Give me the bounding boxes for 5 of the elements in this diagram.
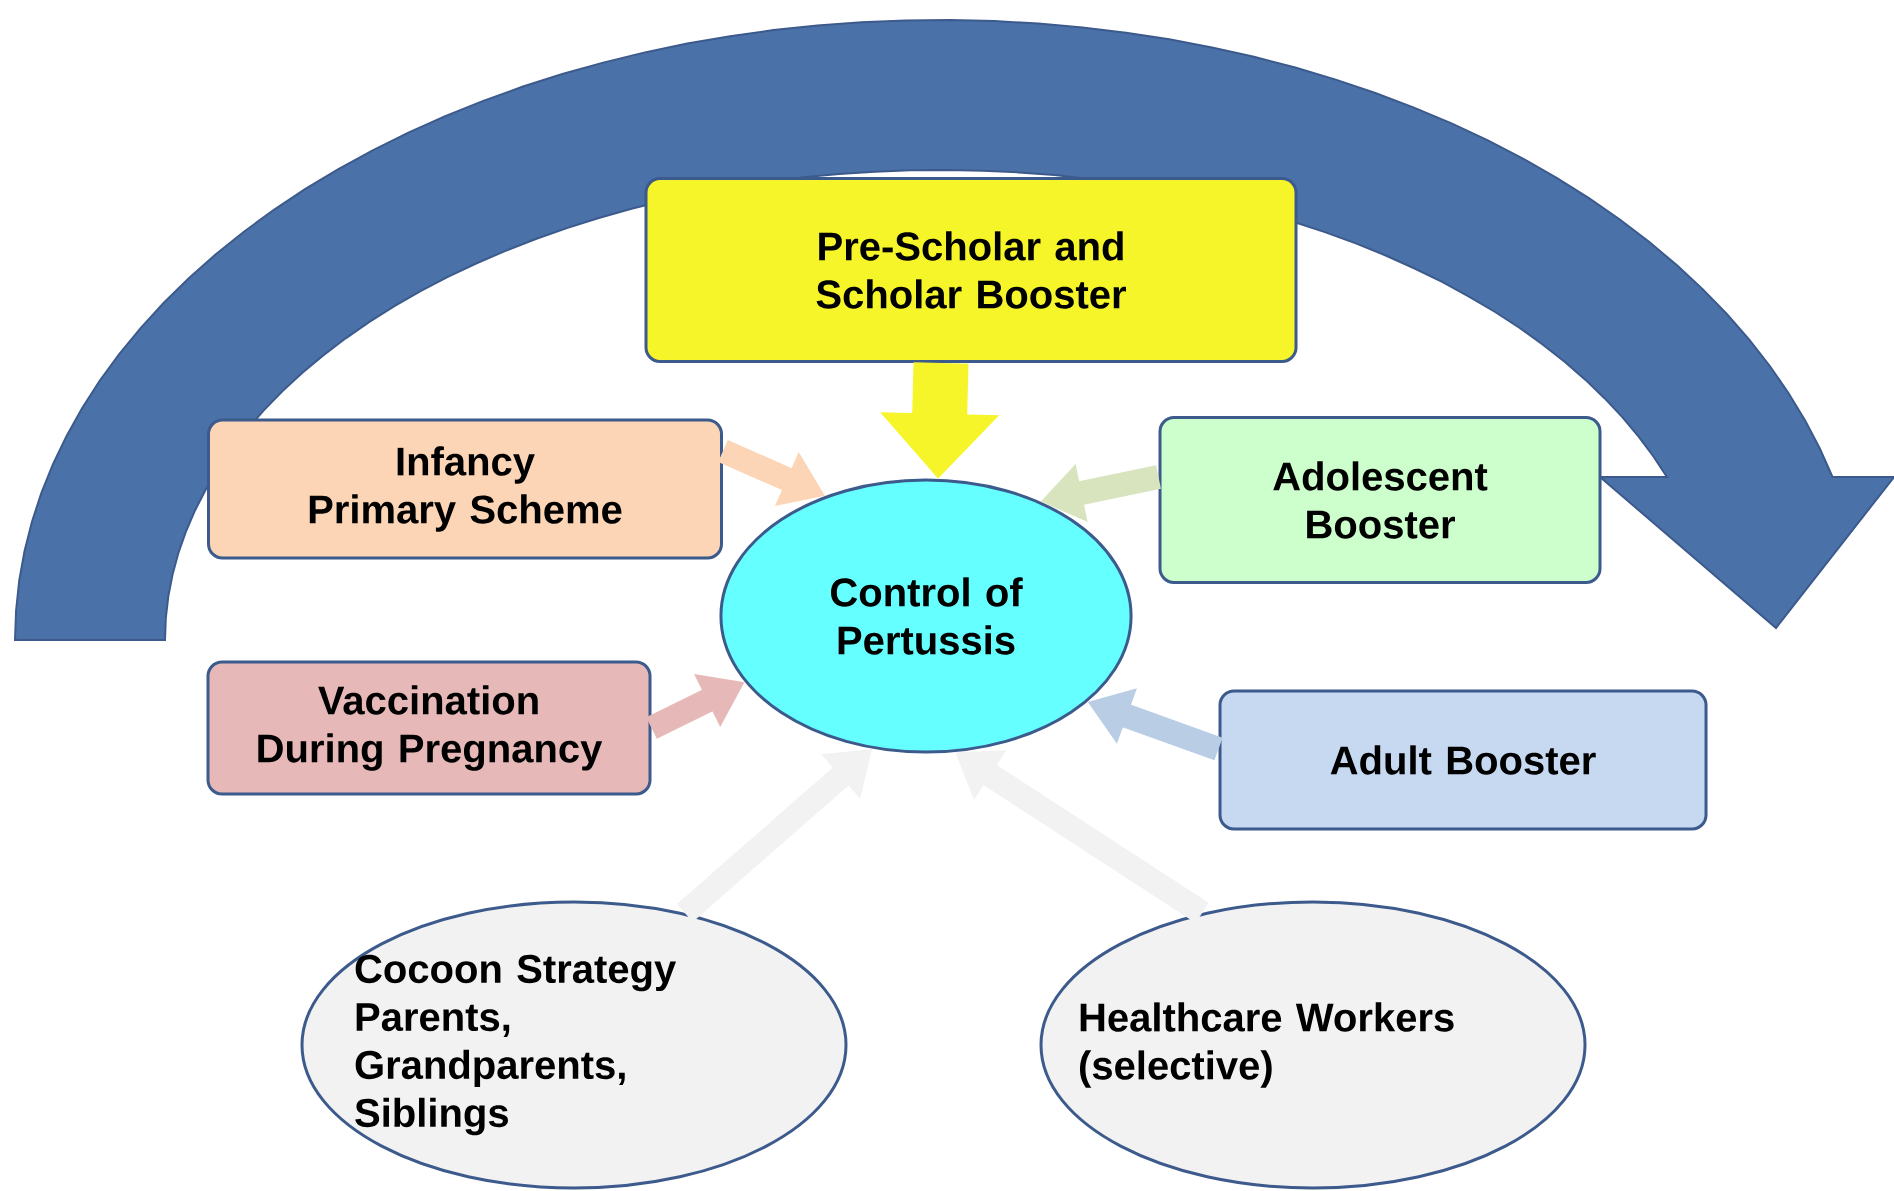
process-box: Vaccination During Pregnancy	[206, 660, 652, 796]
process-box: Adult Booster	[1218, 689, 1708, 831]
process-box: Infancy Primary Scheme	[207, 418, 723, 560]
process-box: Adolescent Booster	[1158, 416, 1602, 584]
process-box: Pre-Scholar and Scholar Booster	[644, 177, 1298, 363]
